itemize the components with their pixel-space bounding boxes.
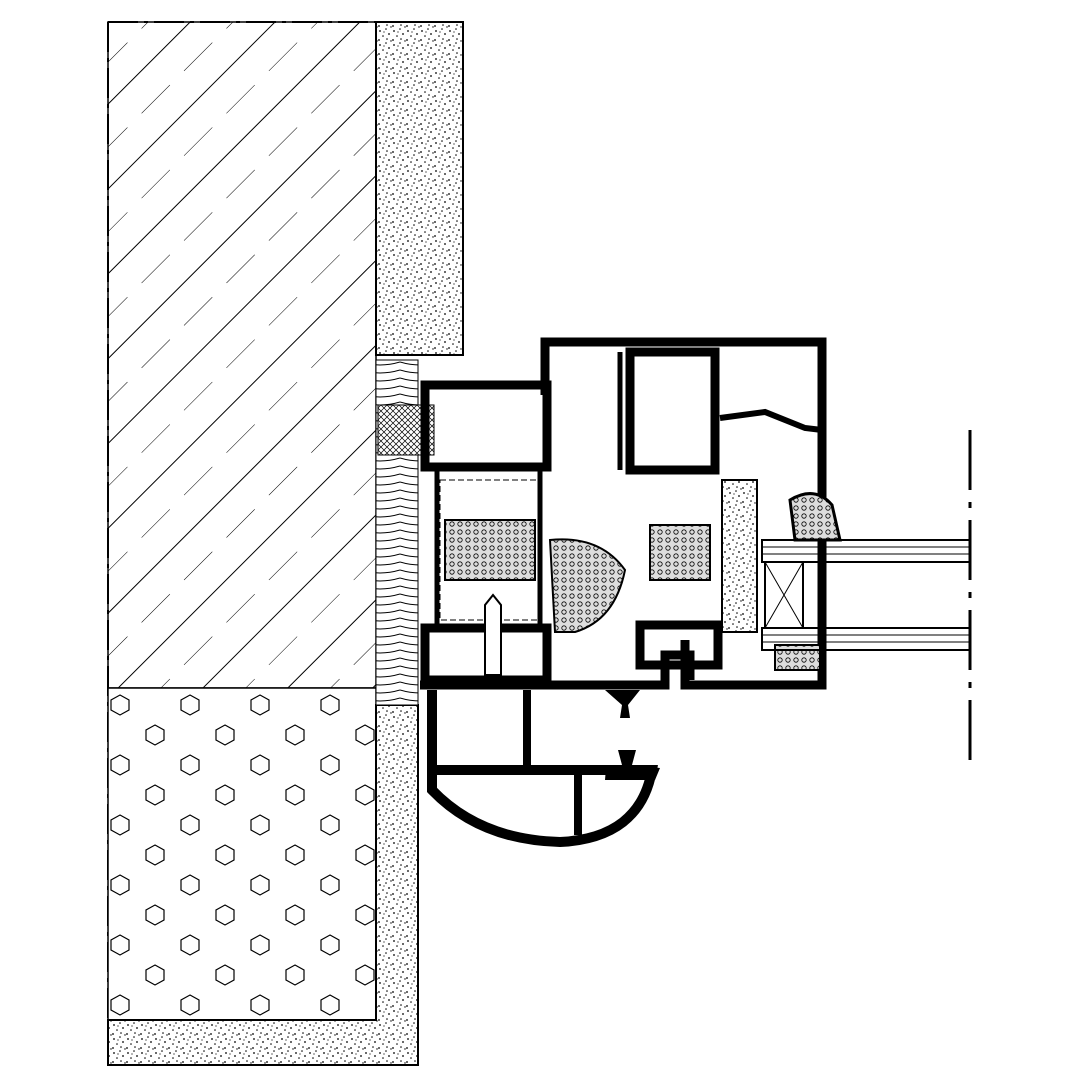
- sash-profile: [540, 337, 827, 690]
- joint-seal: [375, 359, 435, 706]
- masonry-wall: [107, 21, 463, 1065]
- hardware-screw-lower: [605, 750, 660, 780]
- thermal-break-right: [649, 524, 711, 581]
- thermal-break-left: [444, 519, 536, 581]
- insulation-lower: [107, 687, 377, 1021]
- center-gasket: [548, 538, 627, 633]
- bottom-gasket: [774, 644, 821, 671]
- drain-pin: [484, 593, 502, 676]
- glazing-gasket-inner: [721, 479, 758, 633]
- glazing-gasket-outer: [788, 492, 842, 542]
- plaster-upper: [375, 21, 464, 356]
- hardware-screw-upper: [605, 690, 640, 718]
- glass-unit: [761, 430, 972, 760]
